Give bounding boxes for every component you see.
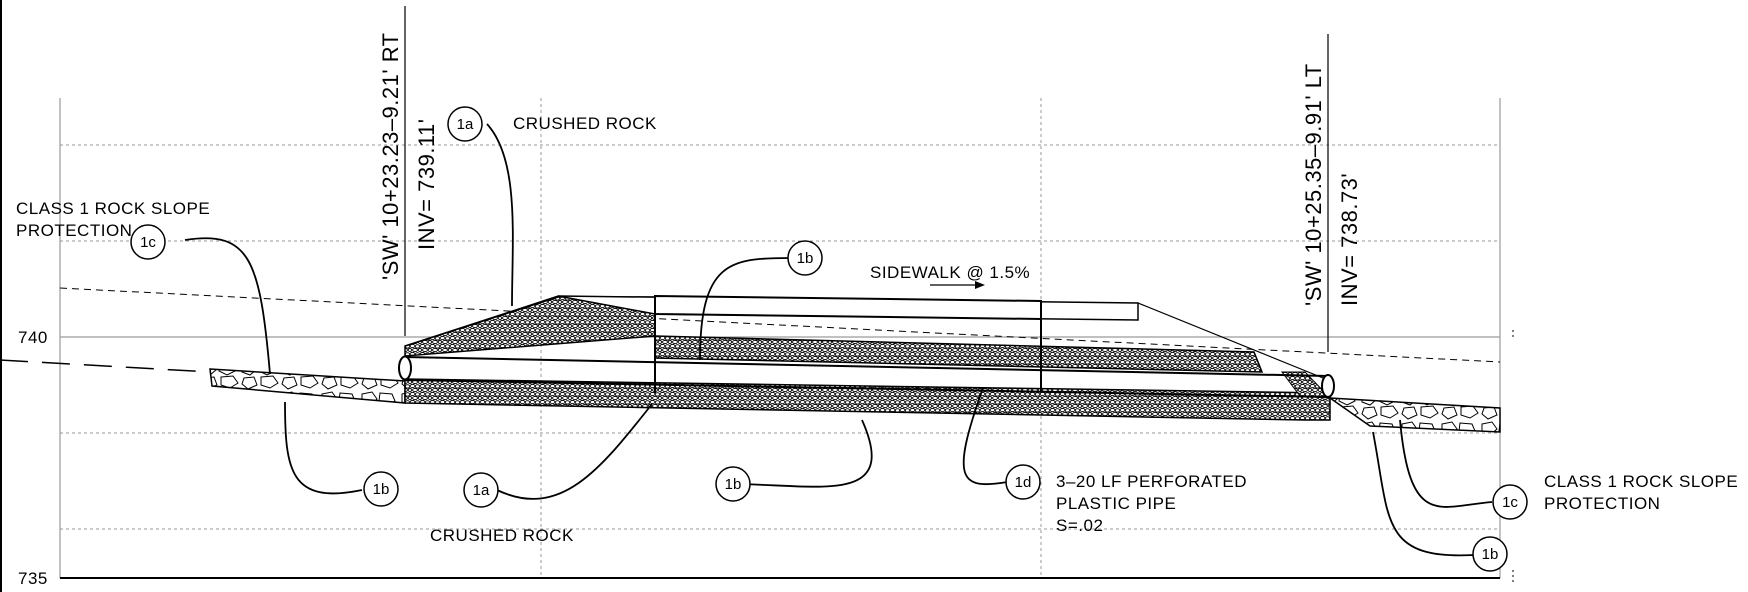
svg-text:1b: 1b <box>1482 546 1499 563</box>
label-crushed-rock-top: CRUSHED ROCK <box>513 114 657 133</box>
callout-1b-left: 1b <box>363 471 399 507</box>
fill-slope-left <box>404 295 559 347</box>
existing-grade-line <box>59 287 1501 363</box>
label-rock-slope-right-1: CLASS 1 ROCK SLOPE <box>1544 472 1738 491</box>
perforated-pipe <box>398 355 1335 398</box>
crushed-rock-right-wedge <box>1281 371 1332 399</box>
label-pipe-line2: PLASTIC PIPE <box>1056 494 1176 513</box>
svg-text:'SW' 10+25.35–9.91' LT: 'SW' 10+25.35–9.91' LT <box>1301 63 1326 306</box>
station-label-right: 'SW' 10+25.35–9.91' LT INV= 738.73' <box>1301 63 1362 306</box>
svg-text:1c: 1c <box>140 234 156 251</box>
label-crushed-rock-bottom: CRUSHED ROCK <box>430 526 574 545</box>
callout-1c-left: 1c <box>130 224 166 260</box>
label-rock-slope-right-2: PROTECTION <box>1544 494 1660 513</box>
callout-1b-mid: 1b <box>715 466 751 502</box>
label-rock-slope-left-1: CLASS 1 ROCK SLOPE <box>16 199 210 218</box>
crushed-rock-band <box>654 335 1264 373</box>
callout-1d: 1d <box>1005 464 1041 500</box>
svg-text:1a: 1a <box>457 116 474 133</box>
svg-text:INV= 738.73': INV= 738.73' <box>1337 173 1362 306</box>
svg-text:1b: 1b <box>373 481 390 498</box>
svg-text:1d: 1d <box>1015 474 1032 491</box>
label-pipe-line1: 3–20 LF PERFORATED <box>1056 472 1247 491</box>
label-rock-slope-left-2: PROTECTION <box>16 221 132 240</box>
callout-1b-top: 1b <box>787 240 823 276</box>
rock-slope-left <box>209 368 406 404</box>
label-pipe-line3: S=.02 <box>1056 516 1103 535</box>
callout-1a-top: 1a <box>447 106 483 142</box>
station-label-left: 'SW' 10+23.23–9.21' RT INV= 739.11' <box>378 32 439 280</box>
svg-text:1c: 1c <box>1502 494 1518 511</box>
svg-text:1b: 1b <box>725 476 742 493</box>
existing-ground-line <box>0 359 211 373</box>
sidewalk-slope-arrow <box>930 281 985 289</box>
rock-slope-right <box>1327 397 1501 433</box>
leader-lines <box>184 123 1493 557</box>
label-sidewalk: SIDEWALK @ 1.5% <box>870 263 1030 282</box>
elevation-label-740: 740 <box>18 328 48 347</box>
elevation-label-735: 735 <box>18 569 48 588</box>
crushed-rock-bed <box>404 378 1331 421</box>
svg-text:INV= 739.11': INV= 739.11' <box>414 119 439 251</box>
svg-text:1b: 1b <box>797 250 814 267</box>
svg-text:1a: 1a <box>473 482 490 499</box>
callout-1b-right: 1b <box>1472 536 1508 572</box>
callout-1c-right: 1c <box>1492 484 1528 520</box>
svg-text:'SW' 10+23.23–9.21' RT: 'SW' 10+23.23–9.21' RT <box>378 32 403 280</box>
callout-1a-bottom: 1a <box>463 472 499 508</box>
fill-slope-right <box>1137 302 1329 381</box>
